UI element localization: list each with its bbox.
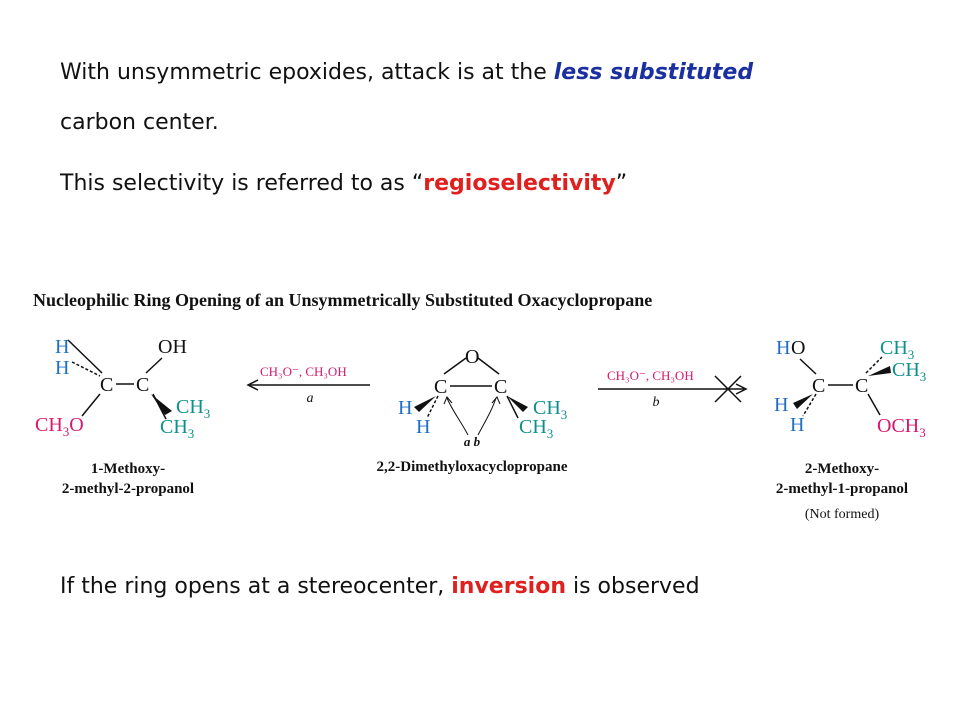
scheme-title: Nucleophilic Ring Opening of an Unsymmet… (33, 290, 652, 310)
atom-h: H (398, 397, 412, 419)
wedge-bond (793, 394, 813, 409)
arrow-head-right (735, 383, 748, 395)
product-left-name-line1: 1-Methoxy- (91, 461, 165, 477)
atom-o: O (465, 346, 479, 368)
hash-bond (802, 393, 817, 417)
atom-c: C (494, 376, 507, 398)
cross-out-mark (714, 375, 742, 403)
attack-arrow-a (446, 397, 469, 436)
methyl-group: CH3 (519, 416, 553, 441)
bond-c-o (867, 393, 881, 416)
atom-h: H (55, 336, 69, 358)
product-left-structure: H H OH C C CH3O CH3 CH3 (35, 336, 210, 441)
bond-c-oh (145, 357, 163, 374)
bond-c-ch3 (506, 395, 519, 419)
slide-line-3: This selectivity is referred to as “regi… (60, 171, 627, 196)
bond-o-c (799, 358, 817, 375)
reactant-name: 2,2-Dimethyloxacyclopropane (377, 459, 568, 475)
attack-arrow-b-head (491, 396, 501, 405)
atom-h: H (416, 416, 430, 438)
emphasis-less-substituted: less substituted (553, 60, 754, 85)
slide-line-4: If the ring opens at a stereocenter, inv… (60, 574, 700, 599)
product-right-name-line1: 2-Methoxy- (805, 461, 879, 477)
attack-arrow-b (477, 397, 497, 436)
atom-h: H (776, 337, 790, 359)
slide-line-1: With unsymmetric epoxides, attack is at … (60, 60, 753, 85)
reagent-right: CH₃O⁻, CH₃OH (607, 368, 694, 383)
wedge-bond (507, 396, 528, 412)
line4-text: If the ring opens at a stereocenter, (60, 574, 452, 599)
methoxy-group: OCH3 (877, 415, 926, 440)
arrow-head-left (246, 379, 259, 391)
line4-text-end: is observed (566, 574, 700, 599)
reaction-scheme: Nucleophilic Ring Opening of an Unsymmet… (33, 290, 926, 522)
reagent-left: CH₃O⁻, CH₃OH (260, 364, 347, 379)
product-right-name-line2: 2-methyl-1-propanol (776, 481, 908, 497)
atom-h: H (55, 357, 69, 379)
reactant-epoxide-structure: O C C H H CH3 CH3 (398, 346, 567, 441)
atom-c: C (100, 374, 113, 396)
hash-bond (71, 361, 101, 377)
bond-c-o (443, 357, 467, 375)
bond-o-c (477, 357, 500, 375)
atom-h: H (790, 414, 804, 436)
line3-text: This selectivity is referred to as “ (60, 171, 424, 196)
emphasis-inversion: inversion (451, 574, 566, 599)
bond-c-o (81, 393, 101, 417)
bond-c-h (67, 339, 103, 374)
attack-labels: a b (464, 434, 481, 449)
line3-close-quote: ” (615, 171, 628, 196)
wedge-bond (414, 396, 436, 412)
atom-c: C (136, 374, 149, 396)
atom-h: H (774, 394, 788, 416)
path-label-a: a (307, 391, 314, 406)
atom-oh: OH (158, 336, 187, 358)
slide-line-2: carbon center. (60, 110, 219, 135)
wedge-bond (868, 366, 891, 376)
methoxy-group: CH3O (35, 414, 84, 439)
product-right-note: (Not formed) (805, 507, 880, 522)
methyl-group: CH3 (892, 359, 926, 384)
atom-c: C (434, 376, 447, 398)
hash-bond (865, 356, 883, 374)
atom-o: O (791, 337, 805, 359)
bond-c-ch3 (152, 393, 167, 420)
atom-c: C (855, 375, 868, 397)
hash-bond (426, 395, 439, 419)
path-label-b: b (653, 395, 660, 410)
line1-text: With unsymmetric epoxides, attack is at … (60, 60, 554, 85)
attack-arrow-a-head (443, 396, 453, 405)
product-right-structure: H O C C H H CH3 CH3 OCH3 (774, 337, 926, 440)
emphasis-regioselectivity: regioselectivity (423, 171, 616, 196)
atom-c: C (812, 375, 825, 397)
product-left-name-line2: 2-methyl-2-propanol (62, 481, 194, 497)
methyl-group: CH3 (160, 416, 194, 441)
